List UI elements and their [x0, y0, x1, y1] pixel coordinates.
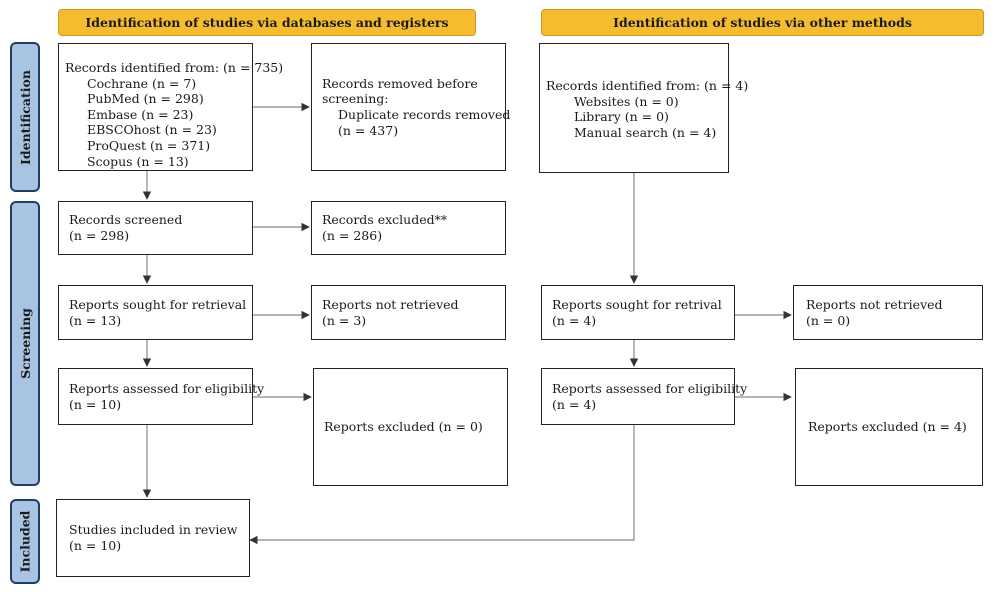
other-reports-sought-count: (n = 4) — [552, 312, 597, 328]
records-removed-line4: (n = 437) — [338, 122, 399, 138]
source-pubmed: PubMed (n = 298) — [87, 91, 204, 107]
other-reports-assessed-title: Reports assessed for eligibility — [552, 381, 748, 396]
records-screened-count: (n = 298) — [69, 228, 130, 243]
other-reports-not-retrieved-count: (n = 0) — [806, 312, 851, 328]
reports-not-retrieved-count: (n = 3) — [322, 312, 367, 328]
box-records-screened: Records screened (n = 298) — [58, 201, 253, 255]
arrow-other-assessed-to-included — [249, 425, 635, 545]
reports-excluded-title: Reports excluded (n = 0) — [324, 419, 483, 435]
box-other-reports-excluded: Reports excluded (n = 4) — [795, 368, 983, 486]
records-excluded-title: Records excluded** — [322, 212, 448, 228]
box-other-reports-sought: Reports sought for retrival (n = 4) — [541, 285, 735, 340]
box-reports-sought: Reports sought for retrieval (n = 13) — [58, 285, 253, 340]
reports-not-retrieved-title: Reports not retrieved — [322, 296, 459, 312]
records-removed-line3: Duplicate records removed — [338, 107, 511, 122]
box-reports-excluded: Reports excluded (n = 0) — [313, 368, 508, 486]
records-removed-line1: Records removed before — [322, 75, 478, 91]
studies-included-title: Studies included in review — [69, 522, 238, 538]
reports-assessed-title: Reports assessed for eligibility — [69, 381, 265, 396]
reports-assessed-count: (n = 10) — [69, 396, 122, 412]
source-websites: Websites (n = 0) — [574, 93, 679, 109]
other-reports-assessed-count: (n = 4) — [552, 396, 597, 412]
phase-identification: Identification — [10, 42, 40, 192]
box-other-reports-not-retrieved: Reports not retrieved (n = 0) — [793, 285, 983, 340]
phase-included: Included — [10, 499, 40, 584]
records-removed-line2: screening: — [322, 91, 389, 107]
records-identified-title: Records identified from: (n = 735) — [65, 60, 284, 75]
source-embase: Embase (n = 23) — [87, 106, 194, 122]
reports-sought-count: (n = 13) — [69, 312, 122, 328]
phase-screening: Screening — [10, 201, 40, 486]
reports-sought-title: Reports sought for retrieval — [69, 296, 247, 312]
box-other-records-identified: Records identified from: (n = 4) Website… — [539, 43, 749, 173]
box-reports-assessed: Reports assessed for eligibility (n = 10… — [58, 368, 265, 425]
other-reports-not-retrieved-title: Reports not retrieved — [806, 296, 943, 312]
other-reports-sought-title: Reports sought for retrival — [552, 296, 722, 312]
source-manual-search: Manual search (n = 4) — [574, 124, 717, 140]
other-reports-excluded-title: Reports excluded (n = 4) — [808, 419, 967, 435]
box-records-excluded: Records excluded** (n = 286) — [311, 201, 506, 255]
records-excluded-count: (n = 286) — [322, 228, 383, 243]
box-studies-included: Studies included in review (n = 10) — [56, 499, 250, 577]
header-databases-registers: Identification of studies via databases … — [58, 9, 476, 36]
other-records-identified-title: Records identified from: (n = 4) — [546, 78, 749, 93]
source-library: Library (n = 0) — [574, 109, 669, 125]
records-screened-title: Records screened — [69, 212, 183, 228]
source-scopus: Scopus (n = 13) — [87, 153, 189, 169]
source-ebscohost: EBSCOhost (n = 23) — [87, 122, 217, 138]
source-proquest: ProQuest (n = 371) — [87, 137, 211, 153]
source-cochrane: Cochrane (n = 7) — [87, 75, 197, 91]
box-other-reports-assessed: Reports assessed for eligibility (n = 4) — [541, 368, 748, 425]
box-records-removed: Records removed before screening: Duplic… — [311, 43, 511, 171]
header-other-methods: Identification of studies via other meth… — [541, 9, 984, 36]
studies-included-count: (n = 10) — [69, 538, 122, 553]
box-reports-not-retrieved: Reports not retrieved (n = 3) — [311, 285, 506, 340]
box-records-identified: Records identified from: (n = 735) Cochr… — [58, 43, 284, 171]
